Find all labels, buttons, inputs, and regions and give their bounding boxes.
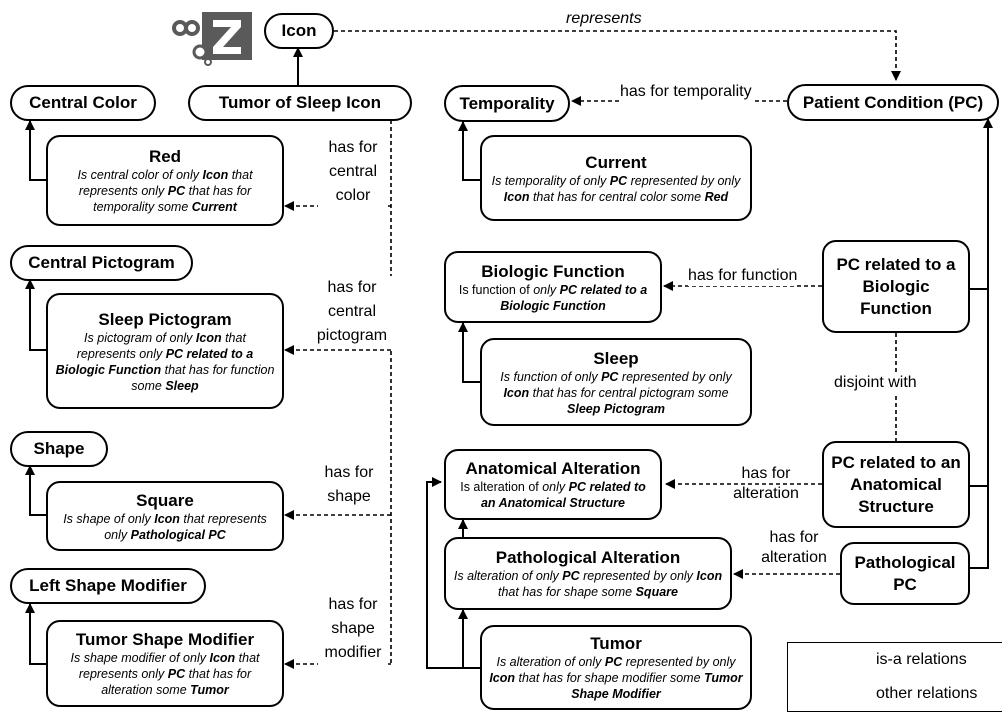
node-current: Current Is temporality of only PC repres… xyxy=(480,135,752,221)
isa-edge-tumor-to-anatomical-alteration xyxy=(426,477,480,669)
node-tumor-shape-modifier-title: Tumor Shape Modifier xyxy=(75,630,255,649)
isa-edge-red-to-central-color xyxy=(25,120,46,181)
node-red-desc: Is central color of only Icon that repre… xyxy=(77,168,253,214)
isa-edge-pathological-pc-to-pc xyxy=(970,486,989,569)
node-shape: Shape xyxy=(10,431,108,467)
label-has-for-alteration-2: has for alteration xyxy=(761,529,827,566)
node-anatomical-alteration-title: Anatomical Alteration xyxy=(465,459,641,478)
label-has-for-central-pictogram: has for central pictogram xyxy=(312,276,392,348)
node-temporality: Temporality xyxy=(444,85,570,122)
label-has-for-shape: has for shape xyxy=(318,461,380,509)
isa-edge-sleep-pictogram-to-central-pictogram xyxy=(25,279,46,351)
node-square-title: Square xyxy=(136,490,194,510)
label-disjoint-with: disjoint with xyxy=(834,373,917,393)
node-biologic-function: Biologic Function Is function of only PC… xyxy=(444,251,662,323)
node-sleep: Sleep Is function of only PC represented… xyxy=(480,338,752,426)
app-logo xyxy=(172,12,252,66)
node-sleep-desc: Is function of only PC represented by on… xyxy=(500,369,732,416)
legend-other-label: other relations xyxy=(876,685,978,702)
isa-edge-pc-anatomical-to-pc xyxy=(970,289,989,487)
node-red-title: Red xyxy=(148,147,182,166)
isa-edge-pc-biologic-to-pc xyxy=(970,118,993,290)
node-left-shape-modifier: Left Shape Modifier xyxy=(10,568,206,604)
node-square: Square Is shape of only Icon that repres… xyxy=(46,481,284,551)
isa-edge-sleep-to-biologic-function xyxy=(458,322,480,383)
isa-edge-tumor-shape-to-left-shape xyxy=(25,603,46,665)
node-pc-biologic: PC related to a Biologic Function xyxy=(822,240,970,333)
node-anatomical-alteration: Anatomical Alteration Is alteration of o… xyxy=(444,449,662,520)
node-icon: Icon xyxy=(264,13,334,49)
legend: is-a relations other relations xyxy=(787,642,1002,712)
node-tumor-shape-modifier: Tumor Shape Modifier Is shape modifier o… xyxy=(46,620,284,707)
label-has-for-shape-modifier: has for shape modifier xyxy=(318,593,388,665)
node-biologic-function-desc: Is function of only PC related to a Biol… xyxy=(458,282,648,313)
node-patient-condition: Patient Condition (PC) xyxy=(787,84,999,121)
node-square-desc: Is shape of only Icon that represents on… xyxy=(63,511,267,542)
node-current-desc: Is temporality of only PC represented by… xyxy=(491,173,741,204)
node-sleep-pictogram: Sleep Pictogram Is pictogram of only Ico… xyxy=(46,293,284,409)
node-tumor-of-sleep-icon: Tumor of Sleep Icon xyxy=(188,85,412,121)
node-current-title: Current xyxy=(585,152,647,172)
edge-represents xyxy=(334,30,901,81)
label-has-for-central-color: has for central color xyxy=(318,136,388,208)
label-represents: represents xyxy=(566,10,642,27)
node-central-pictogram: Central Pictogram xyxy=(10,245,193,281)
node-tumor-shape-modifier-desc: Is shape modifier of only Icon that repr… xyxy=(70,651,260,697)
node-pathological-alteration-title: Pathological Alteration xyxy=(495,548,681,567)
node-pathological-alteration: Pathological Alteration Is alteration of… xyxy=(444,537,732,610)
label-has-for-function: has for function xyxy=(688,266,798,286)
label-has-for-alteration-1: has for alteration xyxy=(733,465,799,502)
legend-isa-label: is-a relations xyxy=(876,651,967,668)
node-pathological-alteration-desc: Is alteration of only PC represented by … xyxy=(453,569,723,599)
node-red: Red Is central color of only Icon that r… xyxy=(46,135,284,226)
node-biologic-function-title: Biologic Function xyxy=(481,261,625,281)
node-sleep-pictogram-title: Sleep Pictogram xyxy=(98,309,232,329)
node-anatomical-alteration-desc: Is alteration of only PC related to an A… xyxy=(460,480,646,510)
isa-edge-tumor-to-pathological-alteration xyxy=(458,609,480,669)
node-tumor: Tumor Is alteration of only PC represent… xyxy=(480,625,752,710)
node-tumor-title: Tumor xyxy=(590,634,642,653)
node-central-color: Central Color xyxy=(10,85,156,121)
label-has-for-temporality: has for temporality xyxy=(620,82,752,102)
isa-edges xyxy=(25,47,993,669)
node-tumor-desc: Is alteration of only PC represented by … xyxy=(489,655,743,701)
node-sleep-pictogram-desc: Is pictogram of only Icon that represent… xyxy=(55,330,275,393)
isa-edge-current-to-temporality xyxy=(458,121,480,181)
node-sleep-title: Sleep xyxy=(593,348,639,368)
isa-edge-square-to-shape xyxy=(25,465,46,516)
node-pc-anatomical: PC related to an Anatomical Structure xyxy=(822,441,970,528)
node-pathological-pc: Pathological PC xyxy=(840,542,970,605)
